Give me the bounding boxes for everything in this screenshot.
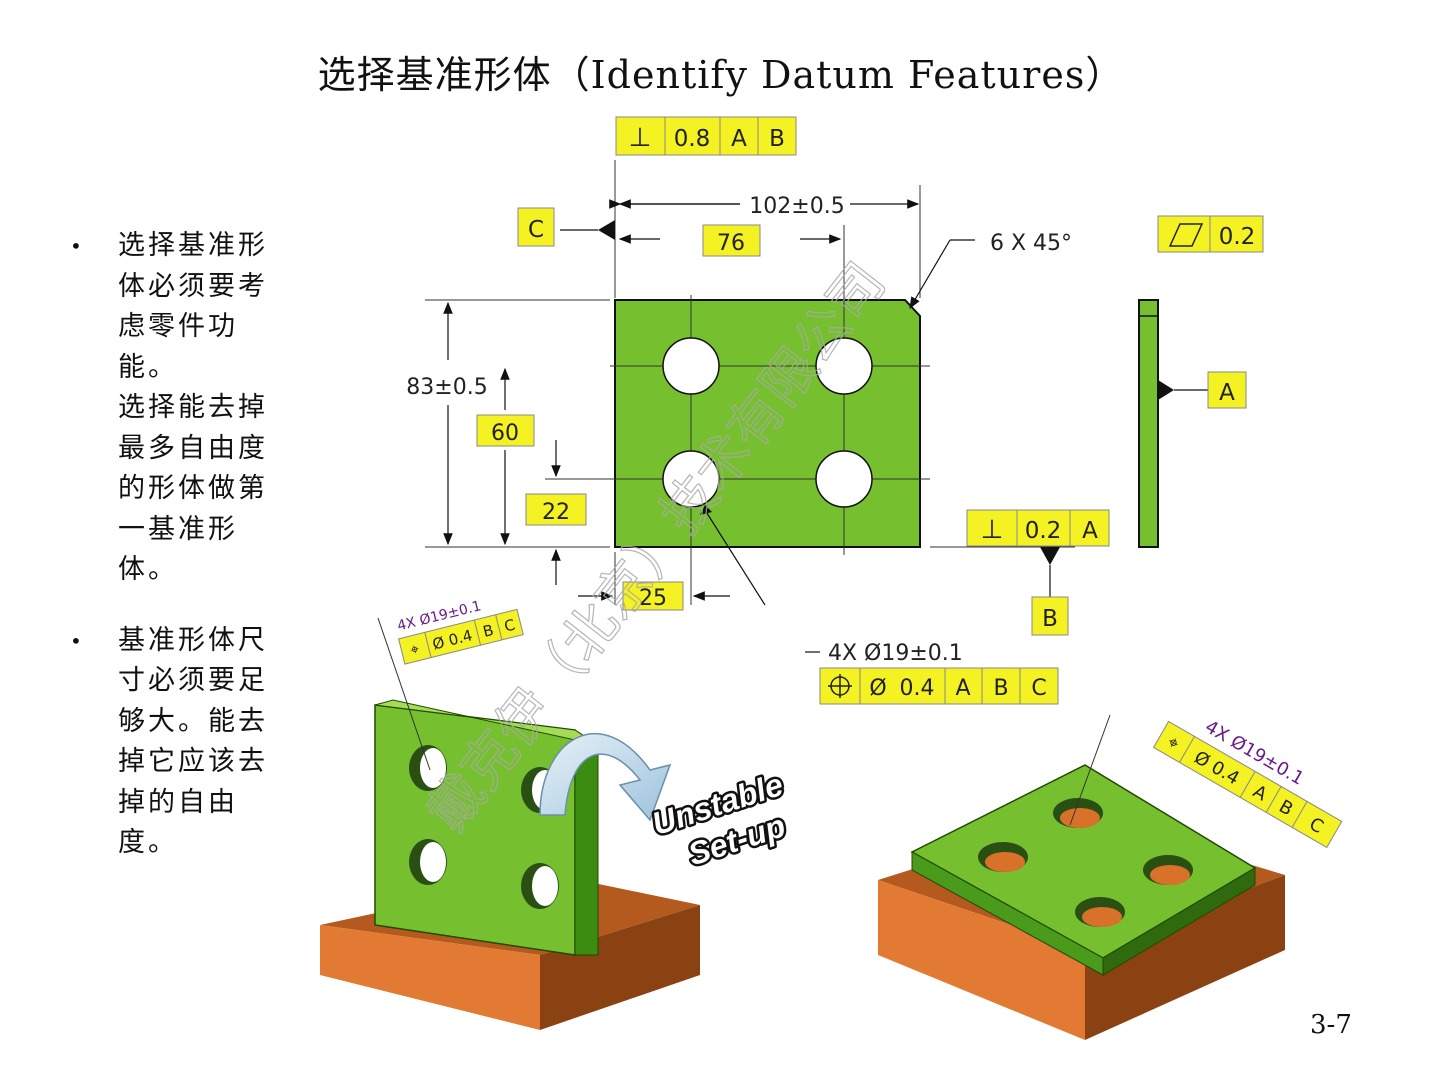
datum-a-label: A	[1207, 371, 1247, 409]
datum-c-label: C	[517, 207, 555, 247]
perp-frame-2: ⊥ 0.2 A	[966, 509, 1110, 547]
datum-b-label: B	[1031, 596, 1069, 636]
svg-text:B: B	[1042, 606, 1058, 632]
bullet-item-1: • 选择基准形体必须要考虑零件功能。选择能去掉最多自由度的形体做第一基准形体。	[70, 226, 320, 591]
svg-text:B: B	[481, 621, 495, 641]
svg-text:A: A	[731, 126, 747, 152]
svg-text:25: 25	[639, 586, 667, 611]
bullet-text-2: 基准形体尺寸必须要足够大。能去掉它应该去掉的自由度。	[118, 624, 268, 859]
hole	[815, 450, 873, 508]
hole	[662, 450, 720, 508]
svg-text:0.4: 0.4	[900, 676, 935, 701]
hole	[662, 337, 720, 395]
iso-right-stable: 4X Ø19±0.1 ⌖ Ø 0.4 A B C	[878, 714, 1343, 1040]
svg-text:A: A	[1219, 380, 1235, 406]
svg-text:0.8: 0.8	[674, 126, 711, 152]
bullet-text-1: 选择基准形体必须要考虑零件功能。选择能去掉最多自由度的形体做第一基准形体。	[118, 230, 268, 585]
svg-text:0.2: 0.2	[1025, 518, 1062, 544]
svg-text:Ø: Ø	[869, 676, 886, 701]
svg-text:A: A	[1082, 518, 1098, 544]
dim-width: 102±0.5	[749, 194, 844, 219]
flatness-frame: 0.2	[1157, 215, 1264, 253]
svg-text:76: 76	[717, 231, 745, 256]
dim-height: 83±0.5	[406, 375, 487, 400]
slide-title: 选择基准形体（Identify Datum Features）	[317, 53, 1125, 97]
perpendicularity-icon: ⊥	[981, 515, 1004, 545]
svg-text:C: C	[502, 616, 517, 636]
flatness-icon	[1168, 223, 1204, 247]
svg-text:B: B	[769, 126, 785, 152]
dim-25: 25	[622, 581, 684, 611]
rotate-arrow-icon	[539, 732, 672, 822]
svg-text:22: 22	[542, 500, 570, 525]
svg-text:60: 60	[491, 421, 519, 446]
front-view	[610, 225, 930, 600]
svg-text:C: C	[1031, 676, 1046, 701]
bullet-item-2: • 基准形体尺寸必须要足够大。能去掉它应该去掉的自由度。	[70, 621, 320, 864]
hole-callout: 4X Ø19±0.1	[828, 641, 963, 666]
perpendicularity-frame: ⊥ 0.8 A B	[615, 116, 797, 156]
dim-chamfer: 6 X 45°	[990, 231, 1072, 256]
svg-text:0.2: 0.2	[1219, 224, 1256, 250]
bullet-list: • 选择基准形体必须要考虑零件功能。选择能去掉最多自由度的形体做第一基准形体。 …	[70, 226, 320, 894]
svg-text:B: B	[993, 676, 1008, 701]
dim-76: 76	[702, 224, 761, 257]
dim-22: 22	[525, 493, 587, 526]
position-frame: Ø 0.4 A B C	[819, 667, 1059, 705]
side-view	[1138, 299, 1210, 548]
svg-text:A: A	[955, 676, 970, 701]
bullet-dot: •	[70, 628, 82, 653]
svg-text:C: C	[528, 217, 544, 243]
page-number: 3-7	[1310, 1010, 1352, 1040]
perpendicularity-icon: ⊥	[629, 123, 652, 153]
dim-60: 60	[476, 414, 535, 447]
hole	[815, 337, 873, 395]
bullet-dot: •	[70, 234, 82, 258]
